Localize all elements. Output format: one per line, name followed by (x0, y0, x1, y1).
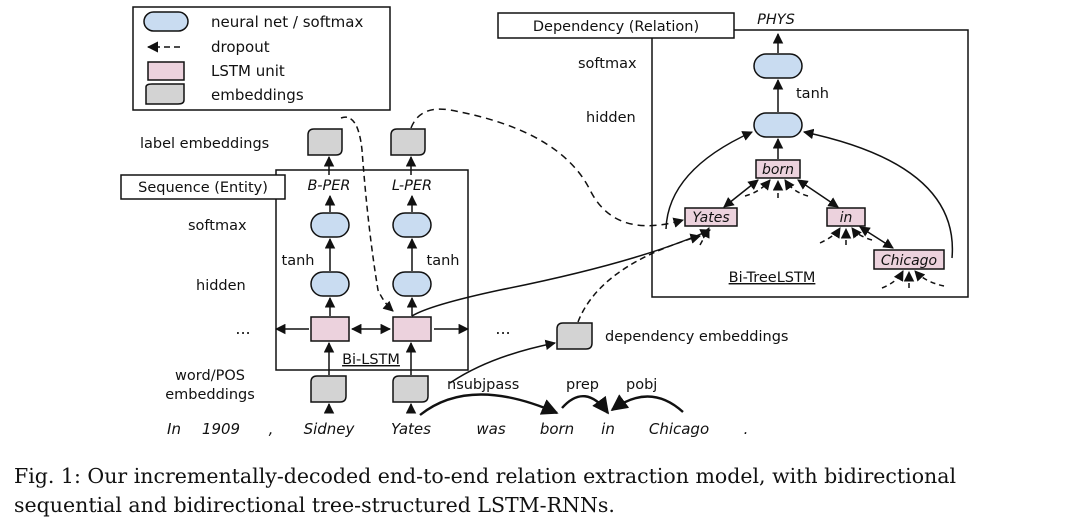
legend-lstm-unit-label: LSTM unit (211, 62, 285, 80)
bilstm-unit-2 (392, 316, 432, 342)
label-embedding-1 (307, 128, 343, 156)
legend-embeddings-label: embeddings (211, 86, 304, 104)
seq-hidden-text: hidden (196, 278, 246, 294)
word-token: in (601, 420, 615, 438)
seq-hidden-node-1 (310, 271, 350, 297)
dep-hidden-text: hidden (586, 110, 636, 126)
figure-caption: Fig. 1: Our incrementally-decoded end-to… (14, 464, 957, 517)
seq-ellipsis-right: ... (495, 319, 510, 338)
word-token: , (269, 420, 274, 438)
sequence-title: Sequence (Entity) (138, 180, 268, 196)
word-pos-text-1: word/POS (175, 368, 245, 384)
sequence-box (275, 169, 469, 371)
dependency-embedding (556, 322, 593, 350)
legend-dropout-label: dropout (211, 38, 270, 56)
legend-neural-net-label: neural net / softmax (211, 13, 363, 31)
relation-label: PHYS (757, 12, 795, 28)
dep-softmax-node (753, 53, 803, 79)
word-token: Chicago (649, 420, 709, 438)
tree-node-in-label: in (840, 210, 853, 226)
bitreelstm-label: Bi-TreeLSTM (729, 270, 816, 286)
word-token: Sidney (304, 420, 356, 438)
tree-node-chicago (873, 249, 945, 270)
word-token: In (167, 420, 181, 438)
lstm-unit-legend-icon (147, 61, 185, 81)
arc-prep (561, 394, 610, 415)
tree-node-yates (684, 207, 738, 227)
arc-label-prep: prep (566, 377, 599, 393)
bilstm-label: Bi-LSTM (342, 352, 400, 368)
dep-tanh-text: tanh (796, 86, 829, 102)
embeddings-legend-icon (145, 83, 185, 105)
tree-node-born (755, 159, 801, 179)
arc-label-pobj: pobj (626, 377, 657, 393)
entity-label-1: B-PER (308, 178, 351, 194)
sentence: In 1909 , Sidney Yates was born in Chica… (167, 420, 748, 438)
word-embedding-yates (392, 375, 429, 403)
tree-node-born-label: born (762, 162, 794, 178)
seq-tanh-text-1: tanh (282, 253, 315, 269)
word-token: Yates (391, 420, 431, 438)
word-embedding-sidney (310, 375, 347, 403)
dependency-title-box (497, 12, 735, 39)
neural-net-legend-icon (143, 11, 189, 32)
word-pos-text-2: embeddings (165, 387, 255, 403)
arc-nsubjpass (419, 393, 559, 416)
seq-softmax-node-1 (310, 212, 350, 238)
tree-node-chicago-label: Chicago (881, 253, 937, 269)
dep-softmax-text: softmax (578, 56, 637, 72)
word-token: 1909 (202, 420, 240, 438)
seq-arrows (274, 155, 470, 414)
dep-hidden-node (753, 112, 803, 138)
label-embeddings-text: label embeddings (140, 136, 269, 152)
dependency-box (651, 29, 969, 298)
seq-ellipsis-left: ... (235, 319, 250, 338)
word-token: . (744, 420, 749, 438)
tree-node-in (826, 207, 866, 227)
entity-label-2: L-PER (392, 178, 432, 194)
parse-to-dep-embedding (449, 339, 557, 384)
dependency-embeddings-text: dependency embeddings (605, 329, 788, 345)
label-to-tree-dropout (410, 108, 685, 228)
tree-arrows (665, 32, 954, 259)
model-diagram: neural net / softmax dropout LSTM unit e… (120, 6, 969, 438)
lstm-to-tree-edge (411, 229, 711, 317)
word-token: was (476, 420, 505, 438)
label-embedding-2 (390, 128, 426, 156)
seq-tanh-text-2: tanh (427, 253, 460, 269)
word-token: born (540, 420, 574, 438)
legend: neural net / softmax dropout LSTM unit e… (132, 6, 391, 111)
arc-pobj (610, 394, 684, 413)
seq-softmax-text: softmax (188, 218, 247, 234)
sequence-layer: Sequence (Entity) label embeddings softm… (120, 116, 511, 414)
bilstm-unit-1 (310, 316, 350, 342)
seq-softmax-node-2 (392, 212, 432, 238)
arc-label-nsubjpass: nsubjpass (447, 377, 519, 393)
dependency-title: Dependency (Relation) (533, 19, 699, 35)
dependency-layer: Dependency (Relation) PHYS softmax hidde… (410, 12, 969, 384)
seq-hidden-node-2 (392, 271, 432, 297)
parse-arcs: nsubjpass prep pobj (419, 377, 684, 416)
tree-node-yates-label: Yates (692, 210, 729, 226)
dep-embedding-to-tree (577, 233, 702, 323)
sequence-title-box (120, 174, 286, 200)
